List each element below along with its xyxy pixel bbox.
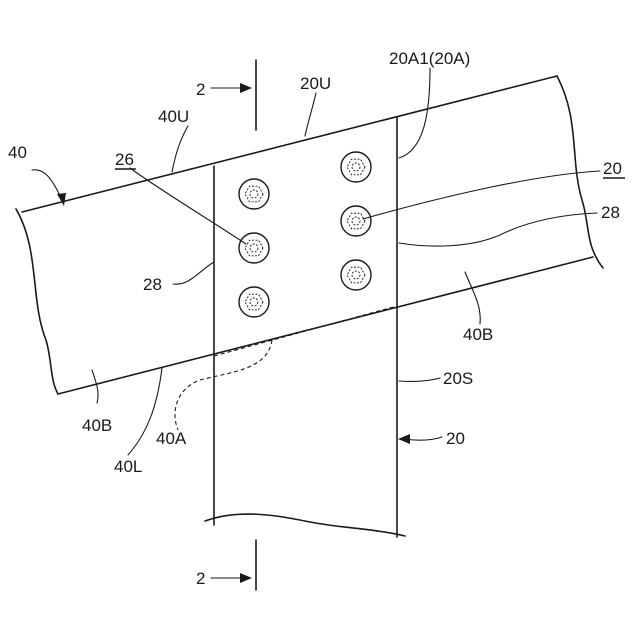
label-column-web: 20A1(20A): [389, 49, 470, 68]
section-label-bottom: 2: [196, 569, 205, 588]
section-marker-bottom: 2: [196, 540, 256, 590]
label-beam-bottom-left: 40B: [82, 416, 112, 435]
bolt: [239, 233, 269, 263]
column-20: [205, 118, 405, 537]
bolt: [341, 260, 371, 290]
label-column-side: 20S: [443, 369, 473, 388]
section-marker-top: 2: [196, 60, 256, 130]
bolt: [239, 287, 269, 317]
beam-right-break: [557, 76, 603, 268]
beam-left-break: [16, 209, 58, 394]
label-column-20-top: 20: [603, 159, 622, 178]
leader-lines: [32, 68, 600, 455]
section-label-top: 2: [196, 80, 205, 99]
label-column-upper-face: 20U: [300, 74, 331, 93]
label-bolt-28-right: 28: [601, 203, 620, 222]
label-column-20-side: 20: [446, 429, 465, 448]
beam-top-edge: [22, 76, 557, 212]
label-beam-cut: 40A: [156, 429, 187, 448]
label-bolt-28-left: 28: [143, 275, 162, 294]
bolt: [341, 152, 371, 182]
label-bracket-26: 26: [115, 150, 134, 169]
bolt: [341, 206, 371, 236]
column-bottom-break: [205, 514, 405, 536]
label-beam-upper-face: 40U: [158, 107, 189, 126]
label-beam-lower-face: 40L: [114, 457, 142, 476]
beam-40: [16, 76, 603, 394]
bolt: [239, 179, 269, 209]
bolts: [239, 152, 371, 317]
hidden-beam-edge: [214, 306, 397, 356]
label-beam-bottom-right: 40B: [463, 325, 493, 344]
label-beam-40: 40: [8, 143, 27, 162]
